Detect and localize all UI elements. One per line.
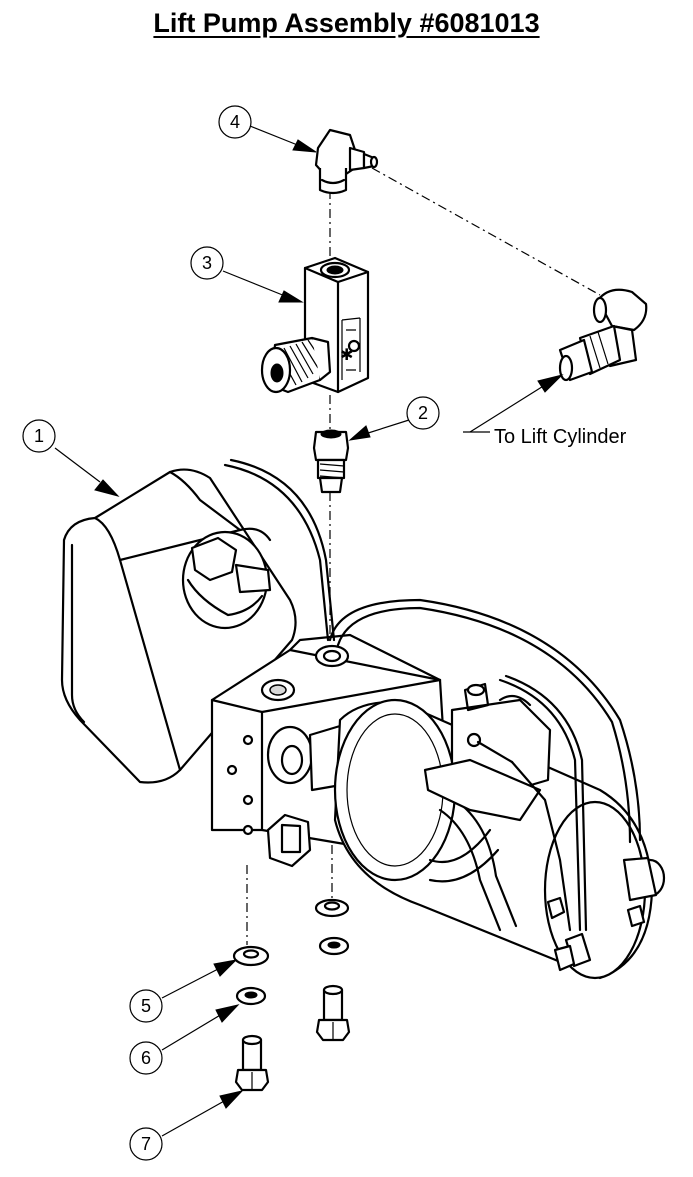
to-lift-cylinder-label: To Lift Cylinder xyxy=(494,426,627,448)
callout-4-number: 4 xyxy=(230,112,240,132)
callout-3-number: 3 xyxy=(202,253,212,273)
callout-2-number: 2 xyxy=(418,403,428,423)
lock-washer-part xyxy=(235,936,350,1006)
cylinder-elbow-fitting xyxy=(558,288,648,382)
callout-6: 6 xyxy=(129,1041,163,1075)
callout-5-number: 5 xyxy=(141,996,151,1016)
flat-washer-part xyxy=(232,898,350,967)
callout-7: 7 xyxy=(129,1127,163,1161)
hex-bolt-part xyxy=(234,984,351,1092)
pump-motor xyxy=(333,674,654,980)
callout-3: 3 xyxy=(190,246,224,280)
callout-6-number: 6 xyxy=(141,1048,151,1068)
return-hose xyxy=(328,598,666,902)
assembly-centerlines xyxy=(246,167,601,945)
callout-7-number: 7 xyxy=(141,1134,151,1154)
callout-4: 4 xyxy=(218,105,252,139)
callout-1-number: 1 xyxy=(34,426,44,446)
reservoir-tank-part xyxy=(60,468,297,784)
elbow-fitting-part xyxy=(314,128,379,195)
callout-2: 2 xyxy=(406,396,440,430)
straight-adapter-part xyxy=(312,429,350,494)
flow-control-valve-part: ✱ xyxy=(260,256,370,394)
page-title: Lift Pump Assembly #6081013 xyxy=(153,8,540,38)
breather-hose xyxy=(223,458,336,642)
callout-5: 5 xyxy=(129,989,163,1023)
callout-1: 1 xyxy=(22,419,56,453)
leader-lines xyxy=(54,125,564,1137)
